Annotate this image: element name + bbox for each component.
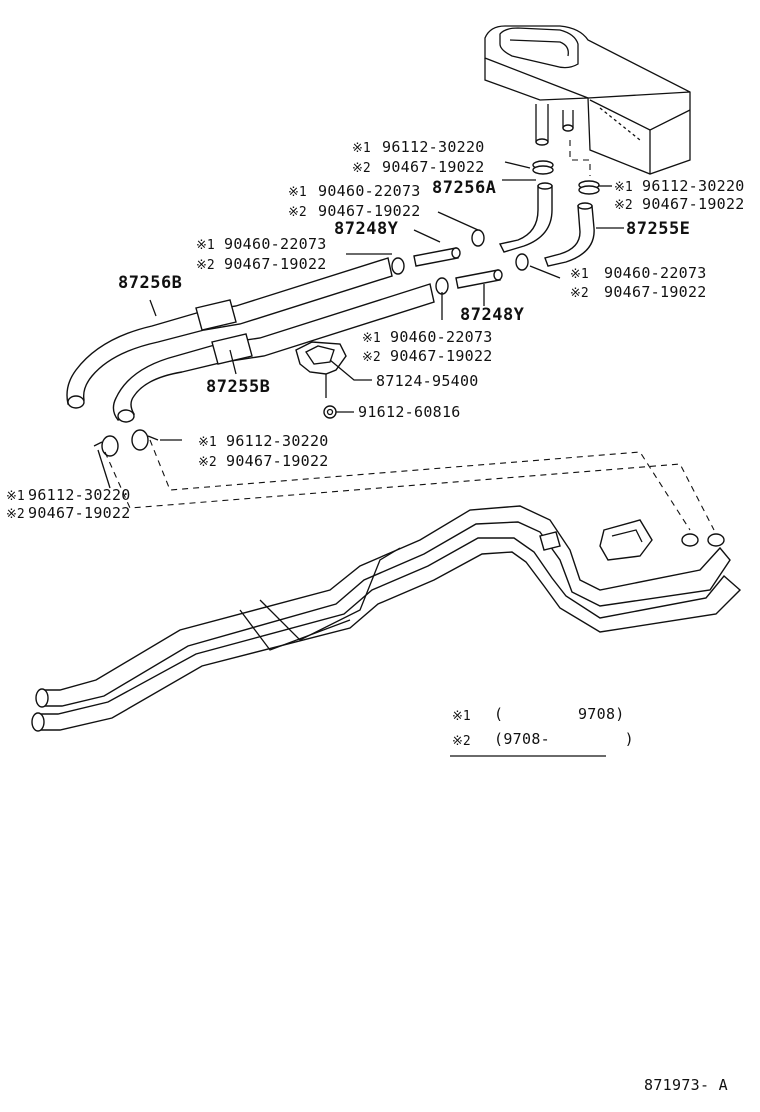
hose-87248y-lower bbox=[455, 269, 503, 289]
mark-2: ※2 bbox=[362, 350, 381, 365]
label-c7-b: 90467-19022 bbox=[226, 452, 329, 470]
hose-87256a bbox=[498, 182, 553, 253]
leader-dashed-upper bbox=[149, 439, 691, 531]
clamp-c8 bbox=[93, 435, 119, 457]
bolt-91612 bbox=[323, 405, 337, 419]
label-87256a: 87256A bbox=[432, 178, 496, 198]
label-87255e: 87255E bbox=[626, 219, 690, 239]
label-c6: ※1 90460-22073 ※2 90467-19022 bbox=[570, 264, 707, 301]
clamp-c2 bbox=[435, 277, 449, 295]
mark-2: ※2 bbox=[288, 205, 307, 220]
label-c4-b: 90467-19022 bbox=[224, 255, 327, 273]
clamp-c1 bbox=[532, 160, 554, 175]
mark-1: ※1 bbox=[198, 435, 217, 450]
mark-1: ※1 bbox=[352, 141, 371, 156]
label-87256b: 87256B bbox=[118, 273, 182, 293]
label-c8-a: 96112-30220 bbox=[28, 486, 131, 504]
label-c2: ※1 90460-22073 ※2 90467-19022 bbox=[288, 182, 421, 220]
hose-87255e bbox=[544, 202, 595, 267]
label-c1-a: 96112-30220 bbox=[382, 138, 485, 156]
mark-2: ※2 bbox=[196, 258, 215, 273]
label-c5-b: 90467-19022 bbox=[390, 347, 493, 365]
clamp-c3 bbox=[578, 180, 600, 195]
label-c7: ※1 96112-30220 ※2 90467-19022 bbox=[198, 432, 329, 470]
mark-2: ※2 bbox=[614, 198, 633, 213]
mark-1: ※1 bbox=[196, 238, 215, 253]
clamp-c6 bbox=[515, 253, 529, 271]
label-c3: ※1 96112-30220 ※2 90467-19022 bbox=[614, 177, 745, 213]
label-c5-a: 90460-22073 bbox=[390, 328, 493, 346]
hose-87255b bbox=[112, 283, 435, 423]
leader-dashed-lower bbox=[104, 451, 715, 531]
clamp-c7 bbox=[131, 429, 159, 451]
label-c4: ※1 90460-22073 ※2 90467-19022 bbox=[196, 235, 327, 273]
mark-1: ※1 bbox=[614, 180, 633, 195]
label-c6-b: 90467-19022 bbox=[604, 283, 707, 301]
mark-2: ※2 bbox=[198, 455, 217, 470]
mark-2: ※2 bbox=[6, 507, 25, 522]
hose-87248y-upper bbox=[413, 247, 461, 267]
clamp-c4 bbox=[471, 229, 485, 247]
mark-1: ※1 bbox=[288, 185, 307, 200]
heater-unit bbox=[484, 25, 691, 175]
hose-87256b bbox=[66, 257, 393, 409]
legend: ※1 ( 9708) ※2 (9708- ) bbox=[450, 705, 634, 757]
mark-1: ※1 bbox=[6, 489, 25, 504]
label-c2-b: 90467-19022 bbox=[318, 202, 421, 220]
legend-range-2: (9708- ) bbox=[494, 730, 634, 748]
label-c2-a: 90460-22073 bbox=[318, 182, 421, 200]
label-bracket: 87124-95400 bbox=[376, 372, 479, 390]
label-87248y-upper: 87248Y bbox=[334, 219, 399, 239]
legend-mark-1: ※1 bbox=[452, 709, 471, 724]
leader-dashed-heater bbox=[569, 140, 591, 176]
label-c8: ※1 96112-30220 ※2 90467-19022 bbox=[6, 486, 131, 522]
label-c4-a: 90460-22073 bbox=[224, 235, 327, 253]
legend-range-1: ( 9708) bbox=[494, 705, 625, 723]
bracket-87124 bbox=[295, 341, 347, 398]
mark-2: ※2 bbox=[570, 286, 589, 301]
label-87255b: 87255B bbox=[206, 377, 270, 397]
legend-mark-2: ※2 bbox=[452, 734, 471, 749]
label-c1: ※1 96112-30220 ※2 90467-19022 bbox=[352, 138, 485, 176]
label-bolt: 91612-60816 bbox=[358, 403, 461, 421]
label-c5: ※1 90460-22073 ※2 90467-19022 bbox=[362, 328, 493, 365]
figure-code: 871973- A bbox=[644, 1076, 728, 1094]
clamp-c5 bbox=[391, 257, 405, 275]
mark-1: ※1 bbox=[570, 267, 589, 282]
lower-pipe-assembly bbox=[31, 505, 742, 732]
label-c7-a: 96112-30220 bbox=[226, 432, 329, 450]
mark-1: ※1 bbox=[362, 331, 381, 346]
label-c1-b: 90467-19022 bbox=[382, 158, 485, 176]
label-c3-a: 96112-30220 bbox=[642, 177, 745, 195]
label-c6-a: 90460-22073 bbox=[604, 264, 707, 282]
label-c8-b: 90467-19022 bbox=[28, 504, 131, 522]
label-87248y-lower: 87248Y bbox=[460, 305, 525, 325]
mark-2: ※2 bbox=[352, 161, 371, 176]
leader-lines bbox=[97, 161, 624, 489]
label-c3-b: 90467-19022 bbox=[642, 195, 745, 213]
